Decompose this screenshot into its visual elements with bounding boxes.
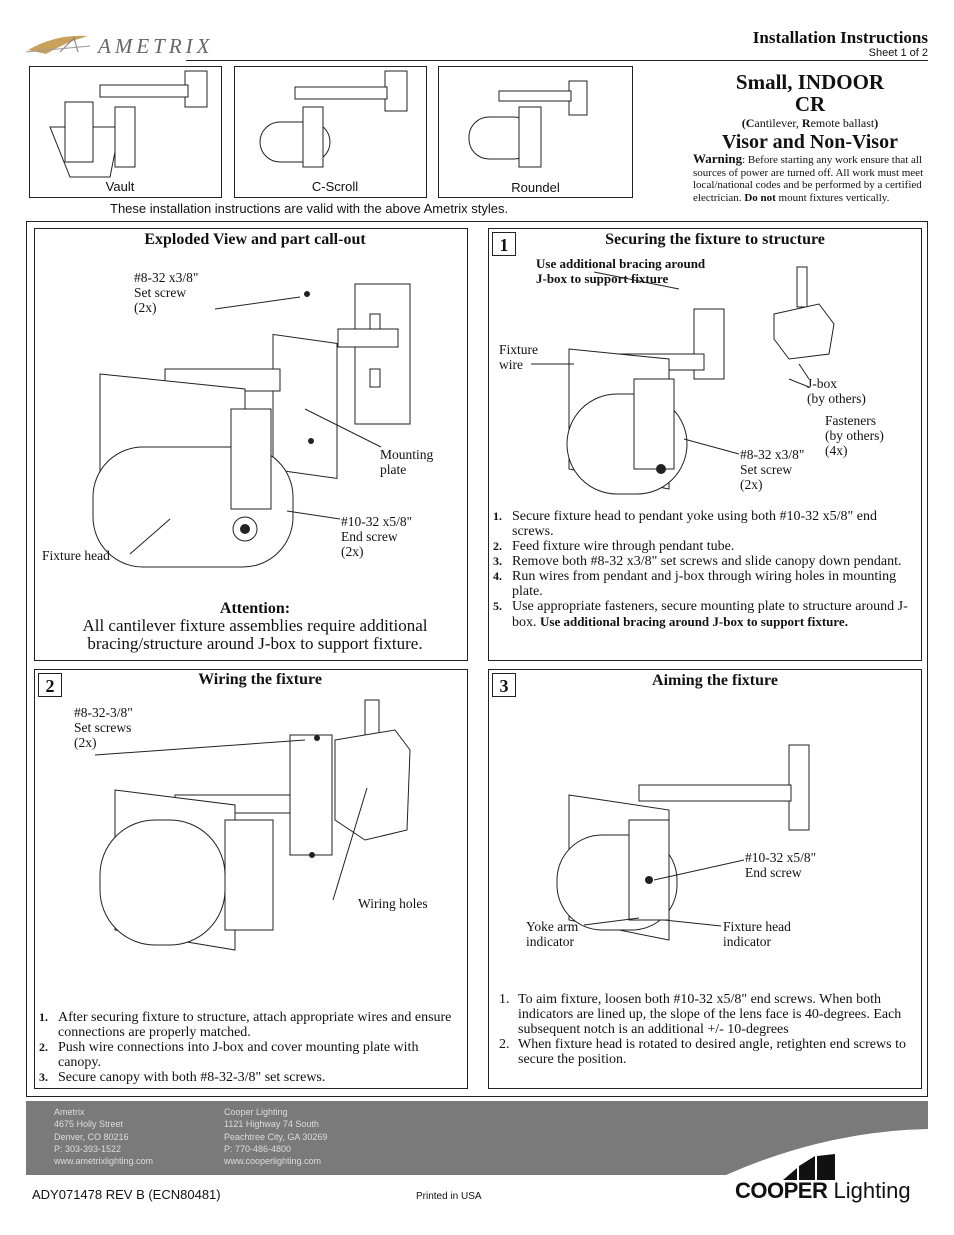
step: 3.Remove both #8-32 x3/8" set screws and…	[493, 554, 902, 569]
ametrix-logo: AMETRIX	[25, 28, 209, 62]
step: 1.To aim fixture, loosen both #10-32 x5/…	[499, 992, 902, 1037]
section-2-panel: 2 Wiring the fixture #8-32-3/8"Set screw…	[34, 669, 468, 1089]
main-frame	[26, 221, 928, 1097]
attention-text: All cantilever fixture assemblies requir…	[82, 616, 428, 653]
jbox-label: J-box(by others)	[807, 376, 866, 406]
section-3-panel: 3 Aiming the fixture #10-32 x5/8"End scr…	[488, 669, 922, 1089]
header-rule	[186, 60, 928, 61]
exploded-drawing	[92, 283, 411, 568]
style-roundel: Roundel	[438, 66, 633, 198]
product-line1: Small, INDOOR	[735, 70, 885, 94]
end-screw-label: #10-32 x5/8"End screw	[745, 850, 817, 880]
step: 2.Push wire connections into J-box and c…	[39, 1040, 419, 1070]
step: 2.When fixture head is rotated to desire…	[499, 1037, 906, 1067]
step: 1.After securing fixture to structure, a…	[39, 1010, 452, 1040]
footer-swoosh	[726, 1129, 928, 1175]
sheet-number: Sheet 1 of 2	[868, 47, 928, 59]
set-screws-label: #8-32-3/8"Set screws(2x)	[74, 705, 133, 750]
style-label: Vault	[105, 179, 135, 194]
set-screw-label: #8-32 x3/8"Set screw(2x)	[740, 447, 805, 492]
exploded-title: Exploded View and part call-out	[144, 231, 366, 248]
cooper-mark-icon	[783, 1154, 835, 1180]
product-line2: CR	[794, 92, 826, 116]
product-acronym: (Cantilever, Remote ballast)	[741, 116, 879, 130]
section-number: 3	[492, 673, 516, 697]
section-2-steps: 1.After securing fixture to structure, a…	[39, 1010, 459, 1085]
style-vault: Vault	[29, 66, 222, 198]
roundel-fixture-drawing	[468, 80, 588, 168]
warning-text: Warning: Before starting any work ensure…	[693, 151, 924, 204]
set-screw-label: #8-32 x3/8"Set screw(2x)	[134, 270, 199, 315]
style-label: Roundel	[511, 180, 560, 195]
doc-title: Installation Instructions	[752, 28, 928, 47]
section-3-drawing	[556, 744, 810, 941]
section-number: 2	[38, 673, 62, 697]
step: 4.Run wires from pendant and j-box throu…	[493, 569, 897, 599]
section-1-panel: 1 Securing the fixture to structure Use …	[488, 228, 922, 661]
exploded-view-panel: Exploded View and part call-out #8-32 x3…	[34, 228, 468, 661]
section-title: Aiming the fixture	[652, 672, 778, 689]
step: 1.Secure fixture head to pendant yoke us…	[493, 509, 877, 539]
styles-note: These installation instructions are vali…	[110, 201, 509, 216]
ametrix-swoosh-icon	[25, 35, 91, 54]
style-c-scroll: C-Scroll	[234, 66, 427, 198]
style-label: C-Scroll	[311, 179, 359, 194]
section-1-drawing	[531, 266, 835, 495]
vault-fixture-drawing	[49, 70, 208, 178]
product-title-block: Small, INDOOR CR (Cantilever, Remote bal…	[690, 71, 930, 153]
section-title: Securing the fixture to structure	[605, 231, 825, 248]
product-line4: Visor and Non-Visor	[722, 131, 898, 153]
end-screw-label: #10-32 x5/8"End screw(2x)	[341, 514, 413, 559]
c-scroll-fixture-drawing	[259, 70, 408, 168]
doc-id: ADY071478 REV B (ECN80481)	[32, 1187, 221, 1202]
attention-title: Attention:	[219, 600, 291, 617]
step: 5.Use appropriate fasteners, secure moun…	[493, 599, 908, 630]
step: 2.Feed fixture wire through pendant tube…	[493, 539, 735, 554]
ametrix-wordmark: AMETRIX	[98, 34, 214, 58]
section-1-steps: 1.Secure fixture head to pendant yoke us…	[493, 509, 915, 630]
printed-in: Printed in USA	[416, 1191, 482, 1202]
section-title: Wiring the fixture	[198, 671, 322, 688]
wiring-holes-label: Wiring holes	[358, 896, 428, 911]
fixture-head-label: Fixture head	[42, 548, 110, 563]
step: 3.Secure canopy with both #8-32-3/8" set…	[39, 1070, 326, 1085]
section-2-drawing	[94, 699, 411, 951]
cooper-logo: COOPER Lighting	[735, 1154, 911, 1204]
fasteners-label: Fasteners(by others)(4x)	[825, 413, 884, 458]
section-3-steps: 1.To aim fixture, loosen both #10-32 x5/…	[499, 992, 913, 1067]
section-number: 1	[492, 232, 516, 256]
